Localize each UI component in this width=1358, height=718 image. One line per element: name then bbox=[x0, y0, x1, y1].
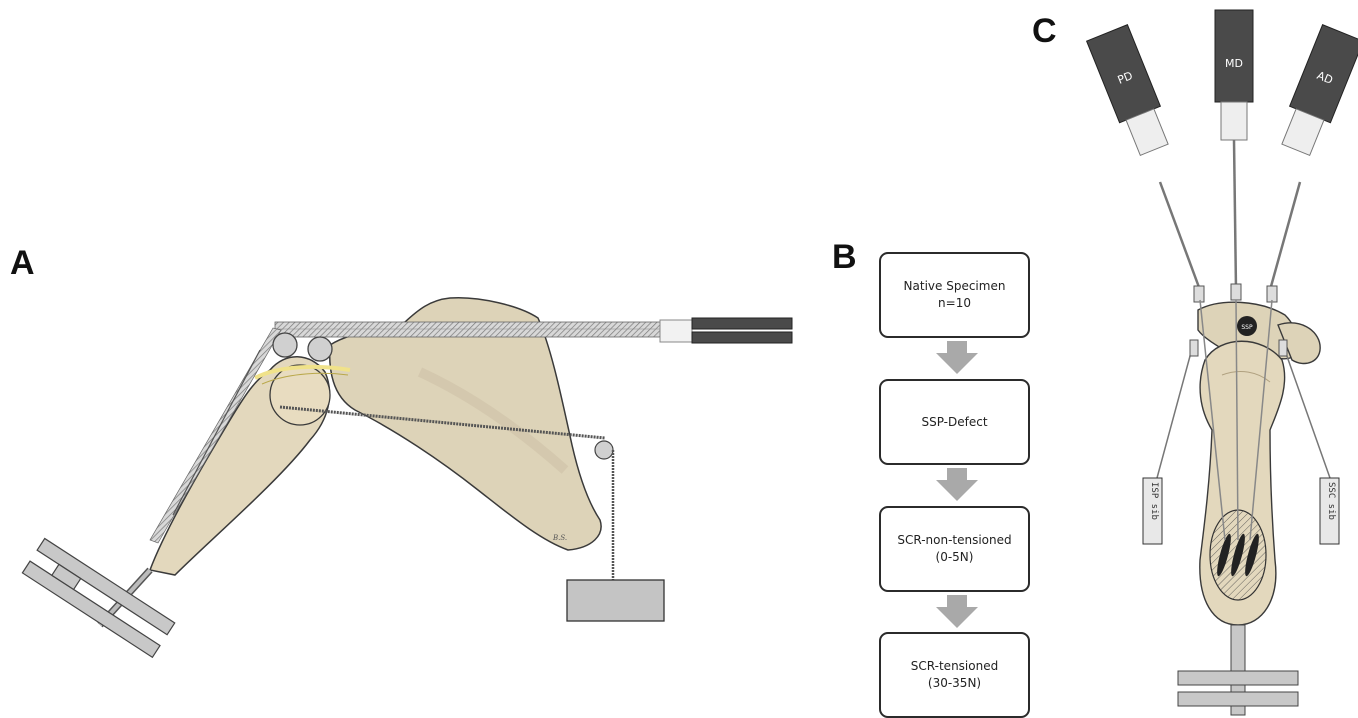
sensor-isp-label: ISP sib bbox=[1149, 482, 1159, 520]
actuator-md: MD bbox=[1215, 10, 1253, 140]
actuator-ad: AD bbox=[1275, 25, 1358, 158]
actuator-pd: PD bbox=[1087, 25, 1175, 158]
sensor-ssc-label: SSC sib bbox=[1326, 482, 1336, 520]
base-plate-2 bbox=[1178, 692, 1298, 706]
base-plate-1 bbox=[1178, 671, 1298, 685]
ssp-label: SSP bbox=[1241, 324, 1253, 331]
actuator-md-label: MD bbox=[1225, 57, 1243, 70]
